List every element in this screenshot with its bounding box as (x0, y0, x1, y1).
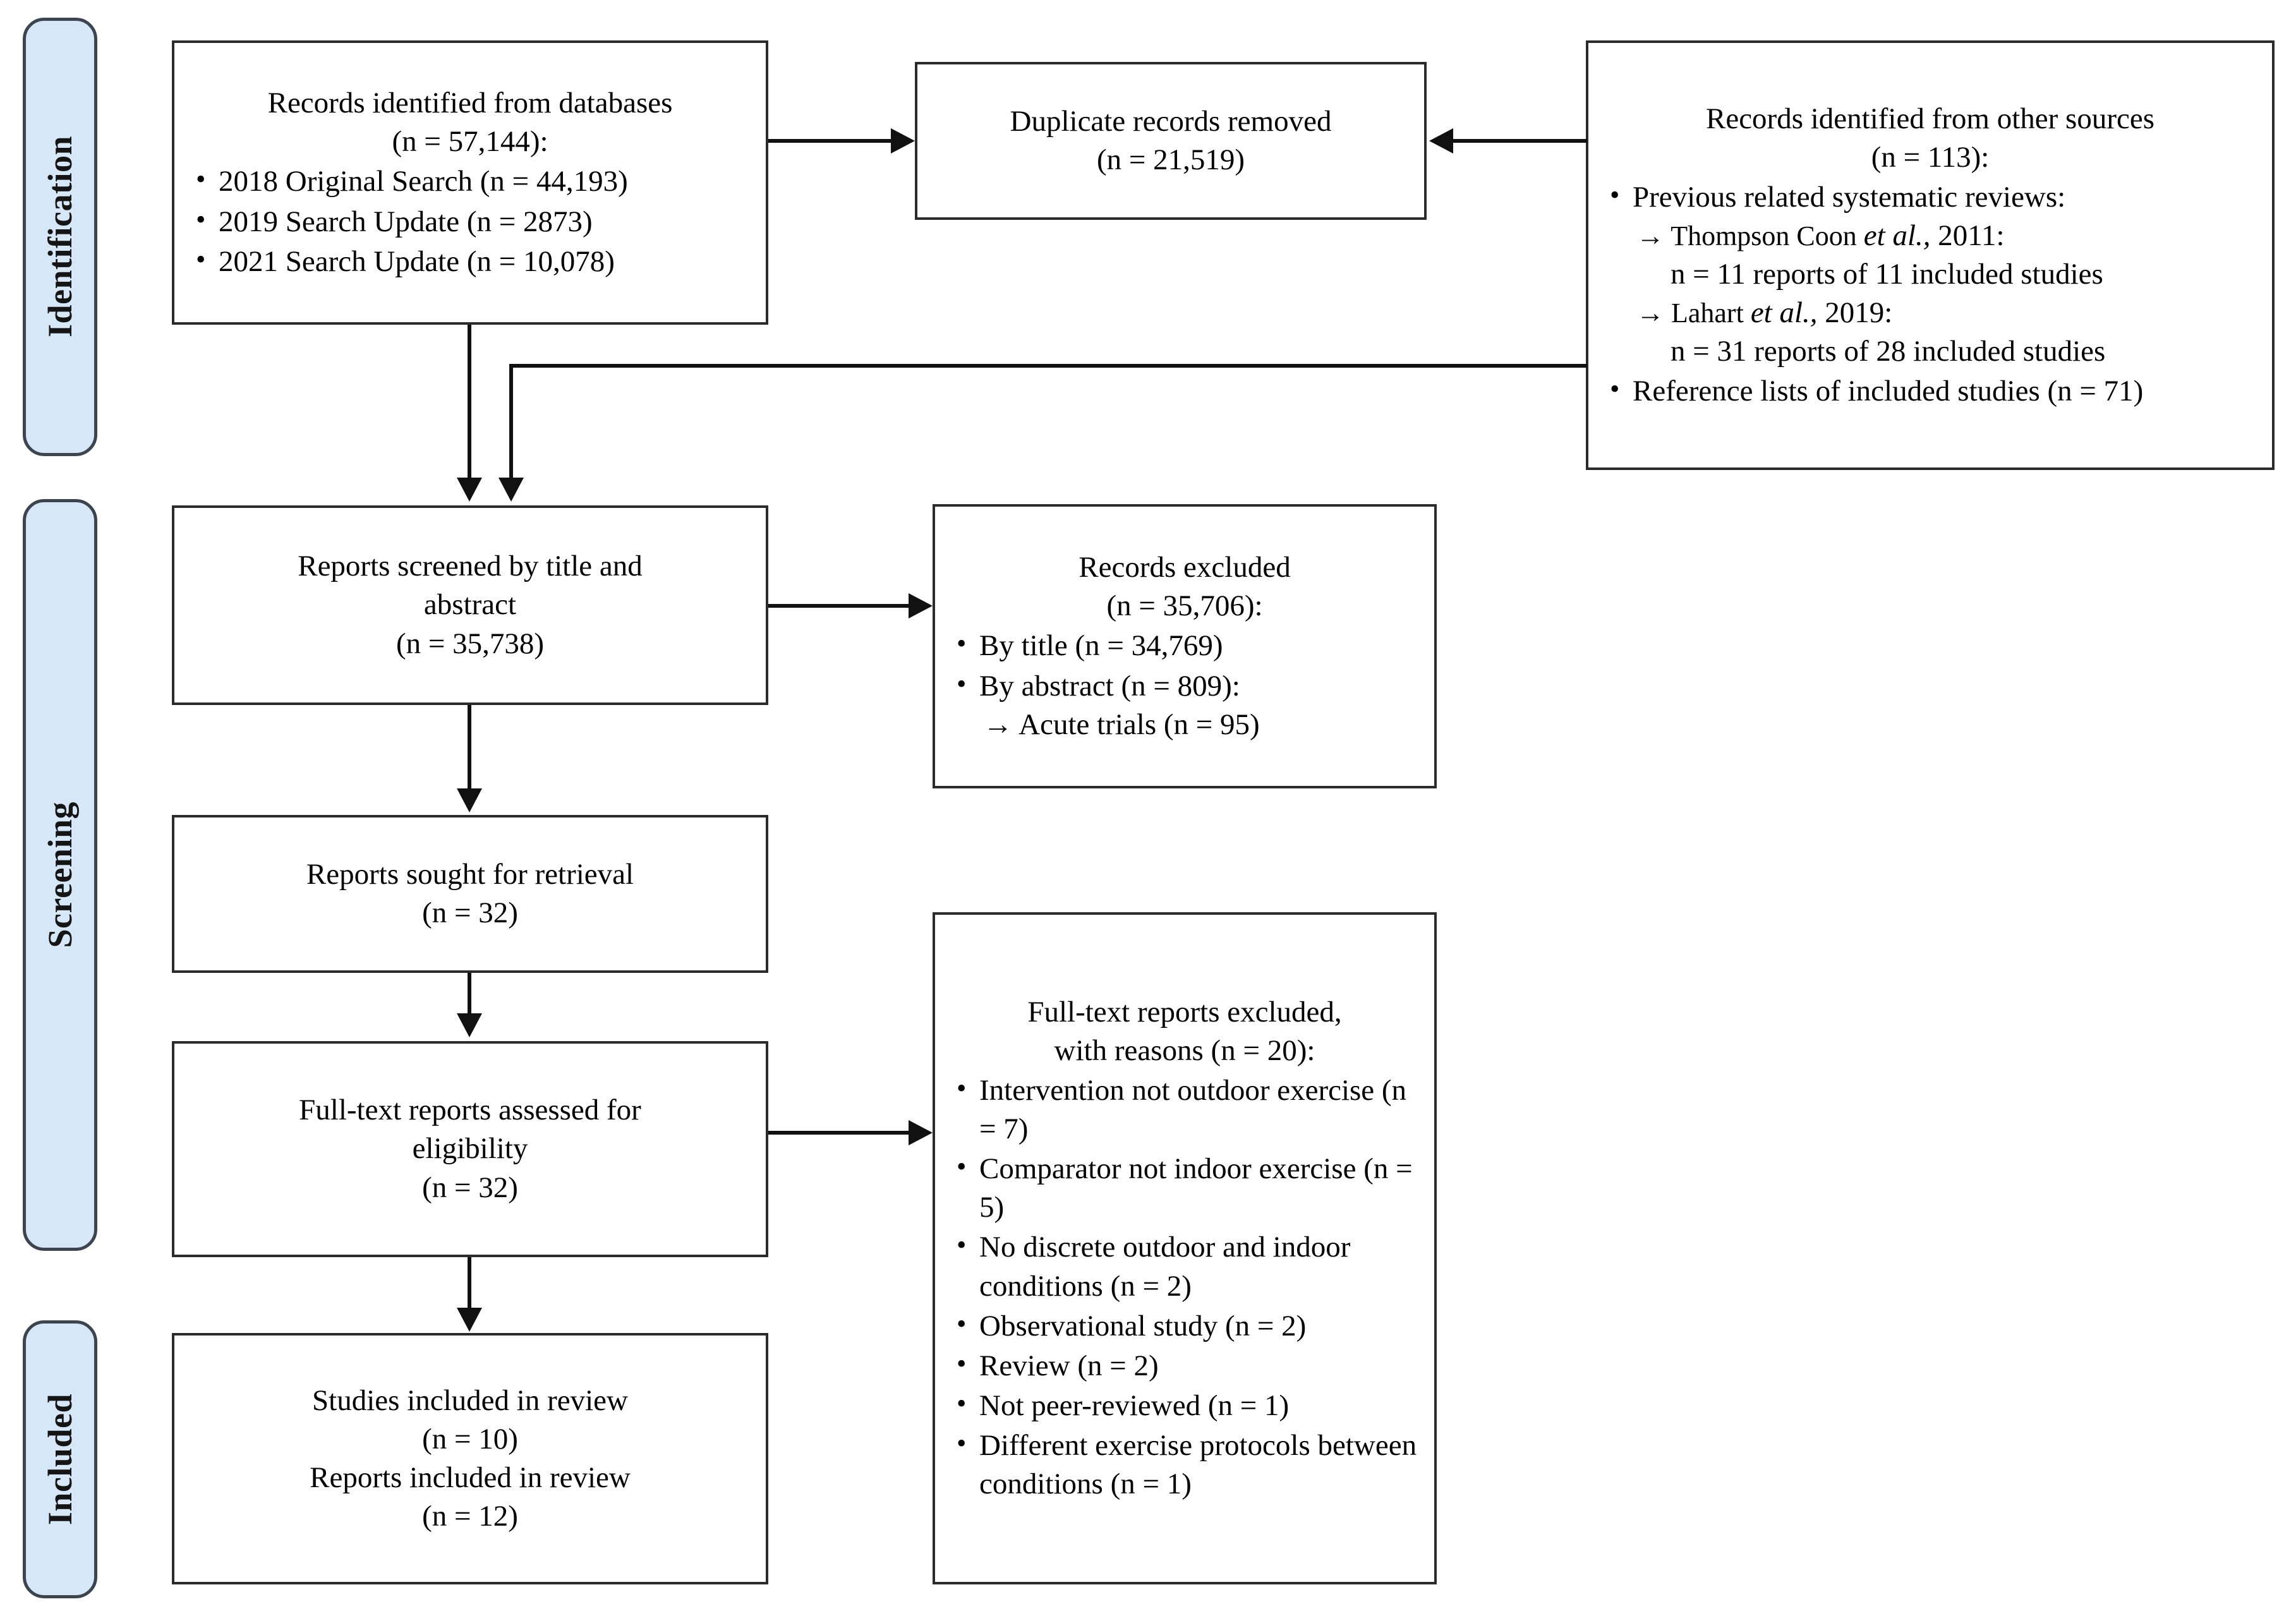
arrowhead-duplicates-right (1429, 128, 1453, 154)
arrowhead-sought (457, 788, 482, 812)
duplicates-count: (n = 21,519) (1096, 143, 1245, 176)
sought-title: Reports sought for retrieval (306, 857, 634, 891)
phase-tab-screening: Screening (23, 499, 97, 1251)
fulltext-assessed-line1: Full-text reports assessed for (299, 1094, 641, 1127)
arrowhead-fulltext-assessed (457, 1013, 482, 1037)
sought-count: (n = 32) (422, 896, 518, 929)
fulltext-excluded-list: Intervention not outdoor exercise (n = 7… (952, 1070, 1418, 1504)
arrowhead-fulltext-excluded (909, 1120, 933, 1145)
other-sources-sub2-detail: n = 31 reports of 28 included studies (1671, 335, 2106, 368)
connector-other-sources-to-duplicates (1453, 139, 1587, 143)
list-item: Previous related systematic reviews: → T… (1605, 177, 2256, 371)
records-excluded-title: Records excluded (1079, 551, 1291, 584)
records-excluded-sub: → Acute trials (n = 95) (983, 708, 1260, 741)
box-records-identified-other-sources: Records identified from other sources (n… (1586, 40, 2275, 470)
list-item: Review (n = 2) (952, 1346, 1418, 1385)
list-item: By title (n = 34,769) (952, 625, 1418, 665)
box-studies-included-in-review: Studies included in review (n = 10) Repo… (172, 1333, 768, 1584)
records-excluded-list: By title (n = 34,769) By abstract (n = 8… (952, 625, 1418, 744)
citation-year: 2019: (1817, 296, 1893, 330)
list-item: Observational study (n = 2) (952, 1306, 1418, 1346)
other-sources-list: Previous related systematic reviews: → T… (1605, 177, 2256, 411)
arrowhead-included (457, 1308, 482, 1332)
screened-line2: abstract (423, 588, 517, 622)
databases-list: 2018 Original Search (n = 44,193) 2019 S… (191, 161, 749, 281)
arrow-glyph-icon: → Thompson Coon (1636, 220, 1864, 251)
list-item: Different exercise protocols between con… (952, 1425, 1418, 1504)
records-excluded-count: (n = 35,706): (1106, 589, 1263, 623)
other-sources-sub2: → Lahart et al., 2019: (1633, 294, 2256, 332)
list-item: By abstract (n = 809): → Acute trials (n… (952, 666, 1418, 744)
list-item: 2018 Original Search (n = 44,193) (191, 161, 749, 201)
records-excluded-item2-label: By abstract (n = 809): (979, 669, 1240, 702)
box-reports-sought-for-retrieval: Reports sought for retrieval (n = 32) (172, 815, 768, 973)
screened-count: (n = 35,738) (396, 627, 545, 660)
connector-screened-to-records-excluded (768, 604, 912, 608)
list-item: Not peer-reviewed (n = 1) (952, 1385, 1418, 1425)
list-item: 2021 Search Update (n = 10,078) (191, 241, 749, 281)
list-item: No discrete outdoor and indoor condition… (952, 1227, 1418, 1305)
box-duplicate-records-removed: Duplicate records removed (n = 21,519) (915, 62, 1427, 220)
connector-screened-to-sought (468, 705, 471, 791)
included-count1: (n = 10) (422, 1422, 518, 1456)
box-fulltext-reports-excluded: Full-text reports excluded, with reasons… (933, 912, 1437, 1584)
connector-fulltext-assessed-to-included (468, 1257, 471, 1309)
connector-fulltext-assessed-to-excluded (768, 1131, 912, 1135)
other-sources-count: (n = 113): (1871, 140, 1990, 174)
phase-tab-included: Included (23, 1320, 97, 1598)
included-count2: (n = 12) (422, 1500, 518, 1533)
databases-title: Records identified from databases (267, 87, 673, 120)
list-item: Reference lists of included studies (n =… (1605, 371, 2256, 411)
arrowhead-records-excluded (909, 593, 933, 618)
box-records-excluded: Records excluded (n = 35,706): By title … (933, 504, 1437, 788)
box-fulltext-reports-assessed: Full-text reports assessed for eligibili… (172, 1041, 768, 1257)
other-sources-sub1: → Thompson Coon et al., 2011: (1633, 217, 2256, 255)
arrow-glyph-icon: → Lahart (1636, 298, 1751, 329)
phase-tab-included-label: Included (41, 1393, 79, 1526)
citation-italic: et al., (1750, 296, 1818, 330)
included-line1: Studies included in review (312, 1384, 628, 1417)
connector-databases-to-duplicates (768, 139, 895, 143)
connector-other-sources-elbow-horizontal (509, 364, 1587, 368)
phase-tab-identification-label: Identification (41, 136, 79, 338)
box-records-identified-databases: Records identified from databases (n = 5… (172, 40, 768, 325)
phase-tab-screening-label: Screening (41, 802, 79, 948)
phase-tab-identification: Identification (23, 18, 97, 456)
connector-databases-to-screened (468, 325, 471, 481)
list-item: 2019 Search Update (n = 2873) (191, 202, 749, 241)
other-sources-title: Records identified from other sources (1705, 102, 2154, 135)
citation-italic: et al., (1863, 219, 1931, 252)
connector-sought-to-fulltext-assessed (468, 973, 471, 1015)
fulltext-excluded-line2: with reasons (n = 20): (1054, 1034, 1315, 1067)
arrowhead-screened-from-other-sources (498, 478, 524, 502)
fulltext-assessed-line2: eligibility (412, 1132, 528, 1166)
screened-line1: Reports screened by title and (298, 550, 643, 583)
box-reports-screened: Reports screened by title and abstract (… (172, 505, 768, 705)
list-item: Intervention not outdoor exercise (n = 7… (952, 1070, 1418, 1149)
duplicates-title: Duplicate records removed (1010, 104, 1332, 138)
arrowhead-screened-from-databases (457, 478, 482, 502)
included-line2: Reports included in review (310, 1461, 631, 1494)
arrowhead-duplicates-left (891, 128, 915, 154)
other-sources-sub1-detail: n = 11 reports of 11 included studies (1671, 258, 2103, 291)
fulltext-excluded-line1: Full-text reports excluded, (1027, 995, 1342, 1028)
list-item: Comparator not indoor exercise (n = 5) (952, 1149, 1418, 1227)
connector-other-sources-elbow-vertical (509, 364, 513, 481)
databases-count: (n = 57,144): (392, 125, 548, 159)
citation-year: 2011: (1930, 219, 2005, 252)
other-sources-item1-label: Previous related systematic reviews: (1633, 180, 2066, 214)
fulltext-assessed-count: (n = 32) (422, 1171, 518, 1204)
